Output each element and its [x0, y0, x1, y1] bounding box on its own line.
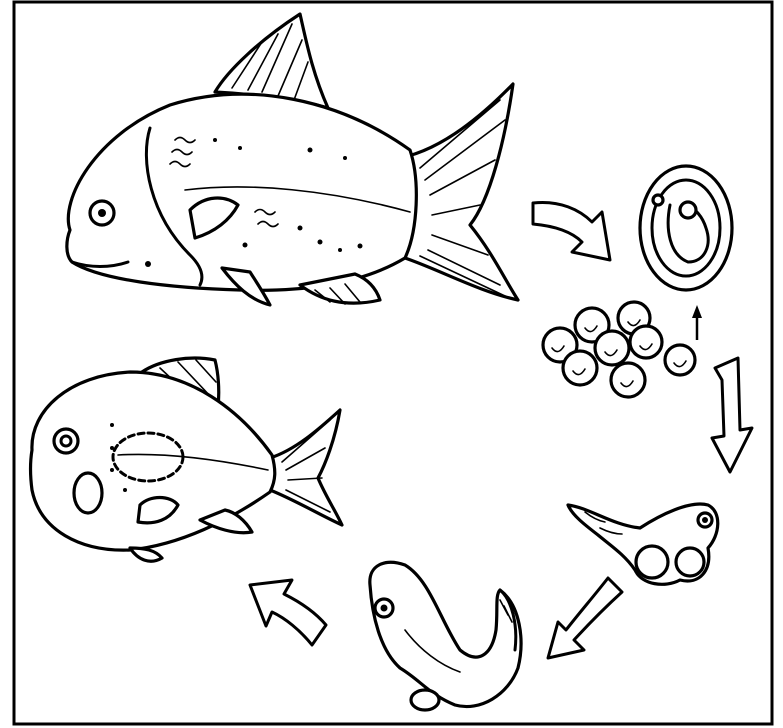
juvenile-gill: [74, 473, 102, 513]
fertilized-egg: [640, 166, 732, 290]
egg-outer-membrane: [640, 166, 732, 290]
juvenile-eye: [54, 429, 78, 453]
larva-yolk-sac: [636, 546, 668, 578]
